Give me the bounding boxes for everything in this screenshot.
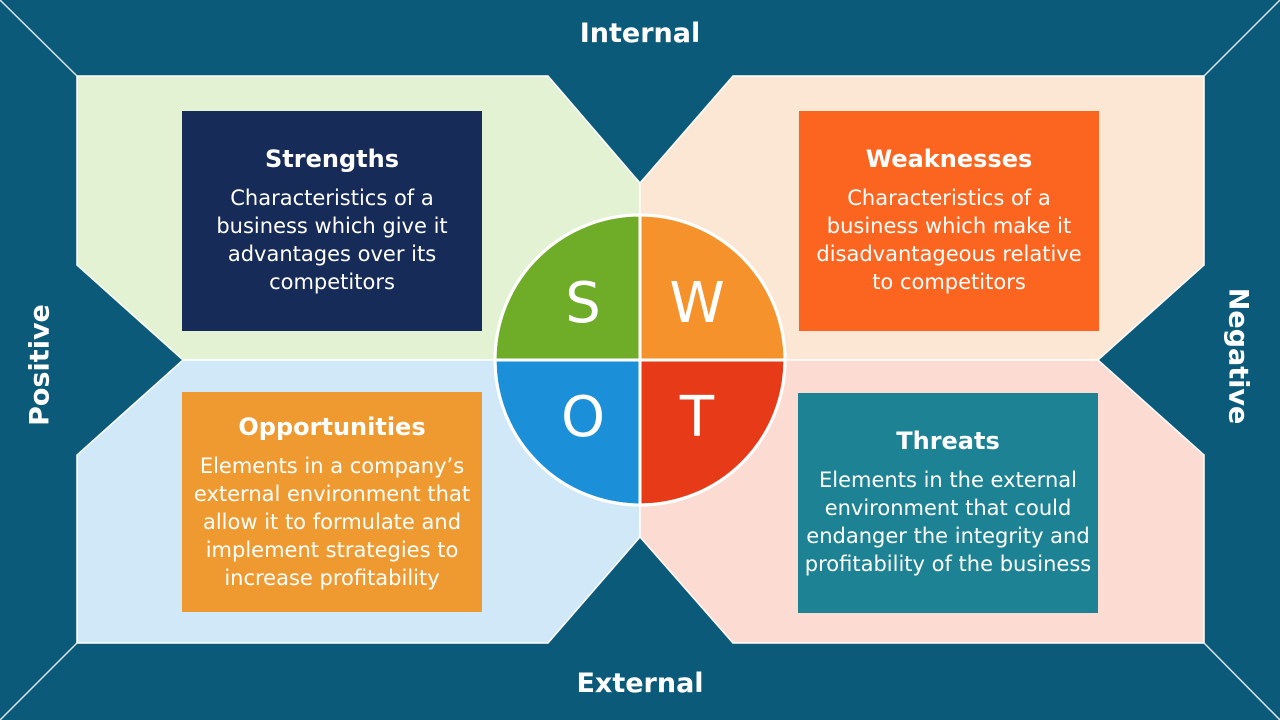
label-internal: Internal [579, 18, 701, 49]
threats-box: Threats Elements in the external environ… [798, 393, 1098, 613]
description-line: Characteristics of a [847, 186, 1051, 210]
circle-outline [493, 213, 787, 507]
label-external: External [576, 668, 704, 699]
description-line: increase profitability [224, 566, 440, 590]
description-line: disadvantageous relative [816, 242, 1082, 266]
description-line: endanger the integrity and [806, 524, 1090, 548]
weaknesses-title: Weaknesses [865, 145, 1033, 173]
swot-circle: S W O T [493, 213, 787, 507]
weaknesses-description: Characteristics of a business which make… [805, 184, 1093, 296]
opportunities-title: Opportunities [238, 413, 426, 441]
description-line: profitability of the business [804, 552, 1092, 576]
strengths-title: Strengths [265, 145, 399, 173]
strengths-description: Characteristics of a business which give… [188, 184, 476, 296]
description-line: environment that could [824, 496, 1072, 520]
letter-s: S [565, 271, 601, 336]
description-line: to competitors [872, 270, 1026, 294]
description-line: competitors [269, 270, 395, 294]
description-line: advantages over its [227, 242, 437, 266]
description-line: Characteristics of a [230, 186, 434, 210]
description-line: Elements in the external [819, 468, 1077, 492]
threats-description: Elements in the external environment tha… [804, 466, 1092, 578]
strengths-box: Strengths Characteristics of a business … [182, 111, 482, 331]
description-line: Elements in a company’s [199, 454, 465, 478]
label-positive: Positive [24, 304, 56, 426]
letter-t: T [679, 385, 715, 450]
description-line: business which give it [216, 214, 448, 238]
label-negative: Negative [1222, 287, 1254, 425]
description-line: business which make it [826, 214, 1072, 238]
letter-w: W [669, 271, 724, 336]
description-line: implement strategies to [205, 538, 459, 562]
threats-title: Threats [896, 427, 1000, 455]
letter-o: O [561, 385, 605, 450]
opportunities-box: Opportunities Elements in a company’s ex… [182, 392, 482, 612]
description-line: allow it to formulate and [202, 510, 462, 534]
opportunities-description: Elements in a company’s external environ… [188, 452, 476, 592]
description-line: external environment that [193, 482, 471, 506]
weaknesses-box: Weaknesses Characteristics of a business… [799, 111, 1099, 331]
